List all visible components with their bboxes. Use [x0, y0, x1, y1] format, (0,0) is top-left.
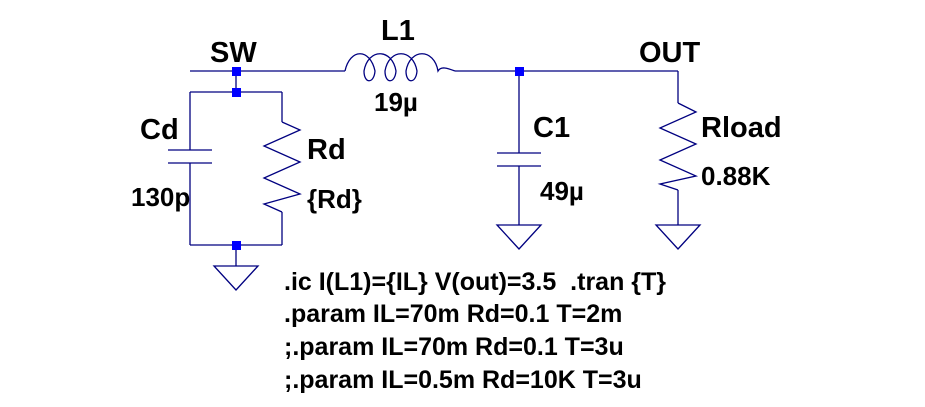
- capacitor-cd-value: 130p: [131, 182, 190, 212]
- inductor-l1-name: L1: [381, 15, 415, 47]
- net-label-sw: SW: [210, 37, 257, 69]
- inductor-l1[interactable]: [344, 53, 456, 82]
- directive-line[interactable]: ;.param IL=0.5m Rd=10K T=3u: [284, 366, 642, 394]
- junction-node-sw: [232, 67, 241, 76]
- resistor-rd-name: Rd: [307, 134, 346, 166]
- spice-directives: .ic I(L1)={IL} V(out)=3.5 .tran {T} .par…: [284, 268, 666, 394]
- capacitor-c1-name: C1: [533, 112, 570, 144]
- capacitor-cd[interactable]: [168, 149, 212, 164]
- inductor-l1-symbol: [344, 53, 456, 82]
- directive-line[interactable]: ;.param IL=70m Rd=0.1 T=3u: [284, 333, 624, 361]
- resistor-rd-value: {Rd}: [307, 184, 362, 214]
- resistor-rload-zigzag: [657, 102, 699, 191]
- capacitor-c1[interactable]: [497, 152, 541, 167]
- net-label-out: OUT: [639, 37, 701, 69]
- resistor-rd-zigzag: [262, 121, 302, 213]
- capacitor-c1-value: 49µ: [540, 176, 584, 206]
- junction-node-cd-rd-top: [232, 88, 241, 97]
- resistor-rload-name: Rload: [701, 112, 782, 144]
- junction-node-out: [515, 67, 524, 76]
- resistor-rd[interactable]: [262, 121, 302, 213]
- ground-icon: [212, 265, 260, 291]
- resistor-rload-value: 0.88K: [701, 161, 771, 191]
- capacitor-cd-name: Cd: [140, 114, 179, 146]
- junction-nodes: [232, 67, 524, 250]
- inductor-l1-value: 19µ: [374, 87, 418, 117]
- junction-node-cd-rd-bottom: [232, 241, 241, 250]
- directive-line[interactable]: .param IL=70m Rd=0.1 T=2m: [284, 300, 622, 328]
- ground-icon: [654, 224, 702, 250]
- wires: [189, 70, 679, 266]
- resistor-rload[interactable]: [657, 102, 699, 191]
- ground-icon: [495, 224, 543, 250]
- directive-line[interactable]: .ic I(L1)={IL} V(out)=3.5 .tran {T}: [284, 268, 666, 296]
